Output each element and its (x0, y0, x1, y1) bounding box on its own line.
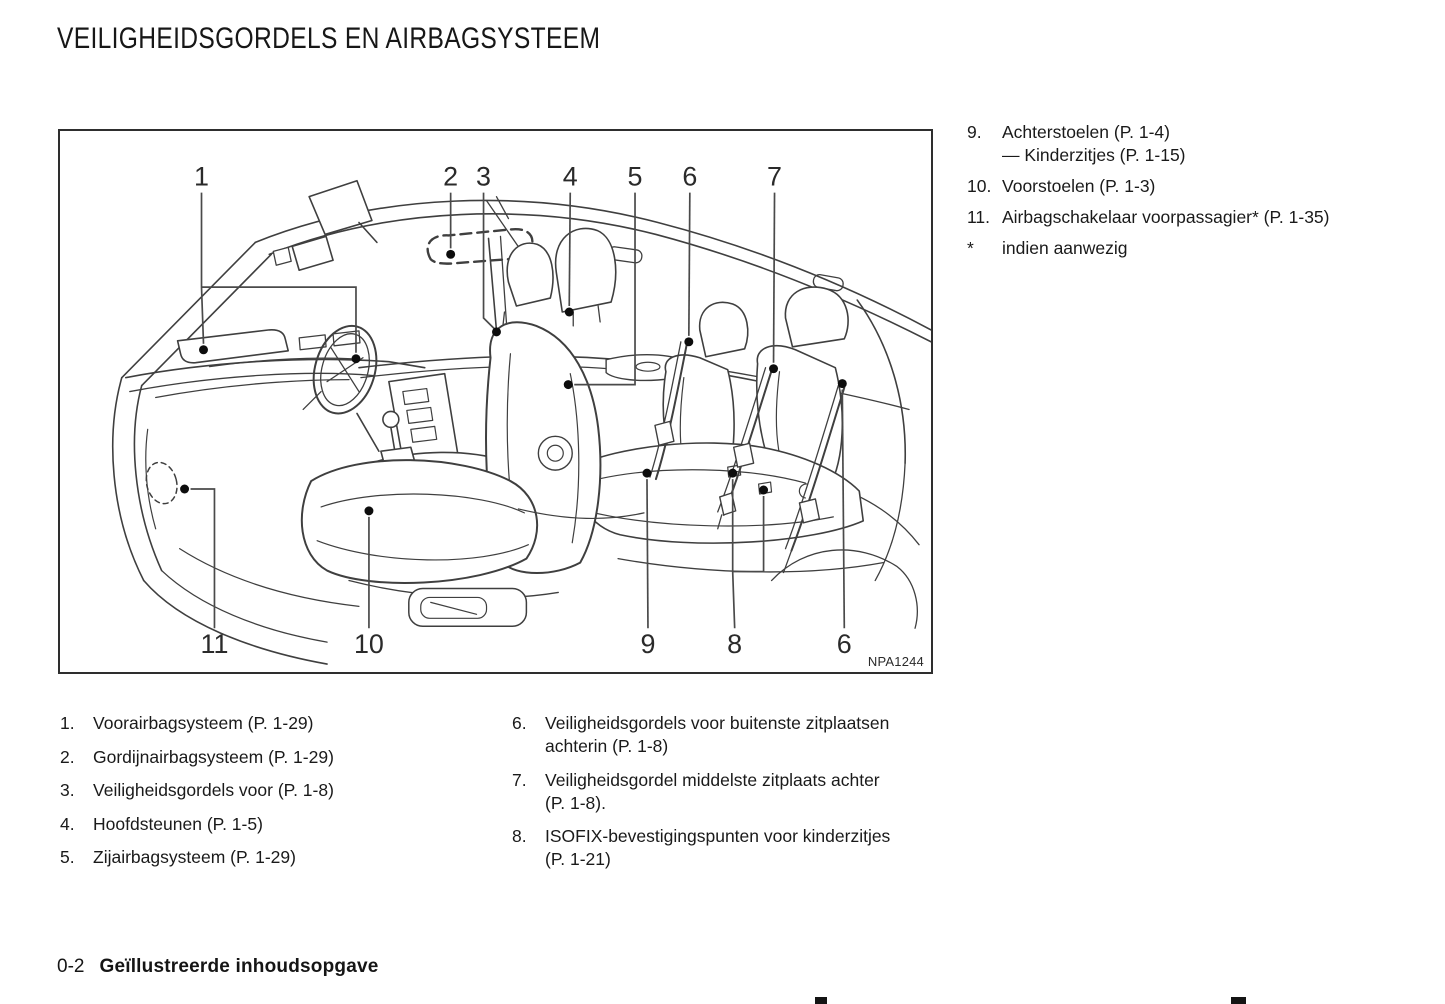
callout-leader-line (190, 488, 216, 629)
callout-number: 6 (837, 629, 852, 659)
callout-dot (728, 468, 738, 478)
print-registration-mark (815, 997, 827, 1004)
legend-text: Zijairbagsysteem (P. 1-29) (93, 847, 296, 867)
callout-number: 2 (443, 162, 458, 192)
legend-item-7: 7. Veiligheidsgordel middelste zitplaats… (512, 769, 942, 815)
callout-number: 8 (727, 629, 742, 659)
legend-item-2: 2. Gordijnairbagsysteem (P. 1-29) (60, 746, 490, 769)
legend-text: Achterstoelen (P. 1-4) (1002, 122, 1170, 142)
legend-text: indien aanwezig (1002, 238, 1128, 258)
legend-bottom-left: 1. Voorairbagsysteem (P. 1-29) 2. Gordij… (60, 712, 490, 880)
callout-number: 5 (628, 162, 643, 192)
legend-marker: 11. (967, 207, 991, 227)
legend-marker: 2. (60, 746, 75, 767)
legend-text: Voorairbagsysteem (P. 1-29) (93, 713, 314, 733)
legend-marker: 10. (967, 176, 992, 196)
callout-leader-line (646, 479, 649, 629)
legend-item-4: 4. Hoofdsteunen (P. 1-5) (60, 813, 490, 836)
legend-right: 9. Achterstoelen (P. 1-4) — Kinderzitjes… (967, 121, 1407, 268)
legend-text: Airbagschakelaar voorpassagier* (P. 1-35… (1002, 207, 1330, 227)
legend-item-5: 5. Zijairbagsysteem (P. 1-29) (60, 846, 490, 869)
legend-text: — Kinderzitjes (P. 1-15) (1002, 145, 1186, 165)
page-number: 0-2 (57, 956, 85, 977)
legend-text: Veiligheidsgordel middelste zitplaats ac… (545, 769, 880, 790)
callout-dot (351, 354, 361, 364)
callout-number: 11 (201, 629, 229, 659)
print-registration-mark (1231, 997, 1246, 1004)
callout-dot (446, 249, 456, 259)
callout-leader-line (772, 192, 776, 363)
legend-marker: 9. (967, 122, 982, 142)
legend-item-asterisk: * indien aanwezig (967, 237, 1407, 260)
callout-dot (563, 380, 573, 390)
callout-number: 7 (767, 162, 782, 192)
page-title: VEILIGHEIDSGORDELS EN AIRBAGSYSTEEM (57, 22, 601, 55)
legend-item-8: 8. ISOFIX-bevestigingspunten voor kinder… (512, 825, 942, 871)
legend-marker: * (967, 238, 974, 258)
footer-section-title: Geïllustreerde inhoudsopgave (99, 956, 379, 977)
legend-marker: 7. (512, 769, 527, 790)
callout-dot (564, 307, 574, 317)
callout-number: 10 (354, 629, 384, 659)
callout-dot (180, 484, 190, 494)
callout-leader-line (201, 286, 357, 353)
callout-dot (684, 337, 694, 347)
page-footer: 0-2 Geïllustreerde inhoudsopgave (57, 956, 379, 978)
legend-text: achterin (P. 1-8) (545, 736, 669, 756)
legend-text: Voorstoelen (P. 1-3) (1002, 176, 1156, 196)
callout-dot (759, 485, 769, 495)
legend-item-10: 10. Voorstoelen (P. 1-3) (967, 175, 1407, 198)
legend-text: Hoofdsteunen (P. 1-5) (93, 813, 263, 834)
callout-leader-line (574, 192, 636, 386)
callout-leader-line (200, 192, 205, 344)
callout-leader-line (841, 389, 846, 629)
legend-text: ISOFIX-bevestigingspunten voor kinderzit… (545, 826, 891, 846)
legend-item-9: 9. Achterstoelen (P. 1-4) — Kinderzitjes… (967, 121, 1407, 167)
legend-text: Veiligheidsgordels voor buitenste zitpla… (545, 713, 890, 733)
callout-leader-line (687, 192, 691, 336)
legend-text: Gordijnairbagsysteem (P. 1-29) (93, 746, 334, 767)
callout-dot (837, 379, 847, 389)
callout-leader-line (482, 192, 496, 330)
callout-dot (364, 506, 374, 516)
callout-number: 1 (194, 162, 209, 192)
callout-dot (492, 327, 501, 337)
callout-dot (769, 364, 779, 374)
legend-marker: 5. (60, 847, 75, 867)
legend-marker: 3. (60, 780, 75, 800)
car-art (112, 179, 931, 665)
legend-marker: 8. (512, 826, 527, 846)
callout-leader-line (732, 495, 765, 573)
legend-bottom-right: 6. Veiligheidsgordels voor buitenste zit… (512, 712, 942, 882)
callout-number: 3 (476, 162, 491, 192)
callout-dot (199, 345, 208, 355)
callout-leader-line (568, 192, 572, 307)
legend-item-11: 11. Airbagschakelaar voorpassagier* (P. … (967, 206, 1407, 229)
legend-item-3: 3. Veiligheidsgordels voor (P. 1-8) (60, 779, 490, 802)
legend-item-6: 6. Veiligheidsgordels voor buitenste zit… (512, 712, 942, 758)
callout-number: 6 (682, 162, 697, 192)
callout-dot (642, 468, 652, 478)
legend-item-1: 1. Voorairbagsysteem (P. 1-29) (60, 712, 490, 735)
legend-text: (P. 1-8). (545, 792, 606, 813)
legend-marker: 1. (60, 713, 75, 733)
callout-number: 4 (563, 162, 578, 192)
legend-text: Veiligheidsgordels voor (P. 1-8) (93, 780, 334, 800)
callout-number: 9 (640, 629, 655, 659)
figure-code: NPA1244 (867, 654, 924, 669)
legend-text: (P. 1-21) (545, 849, 611, 869)
legend-marker: 6. (512, 713, 527, 733)
legend-marker: 4. (60, 813, 75, 834)
